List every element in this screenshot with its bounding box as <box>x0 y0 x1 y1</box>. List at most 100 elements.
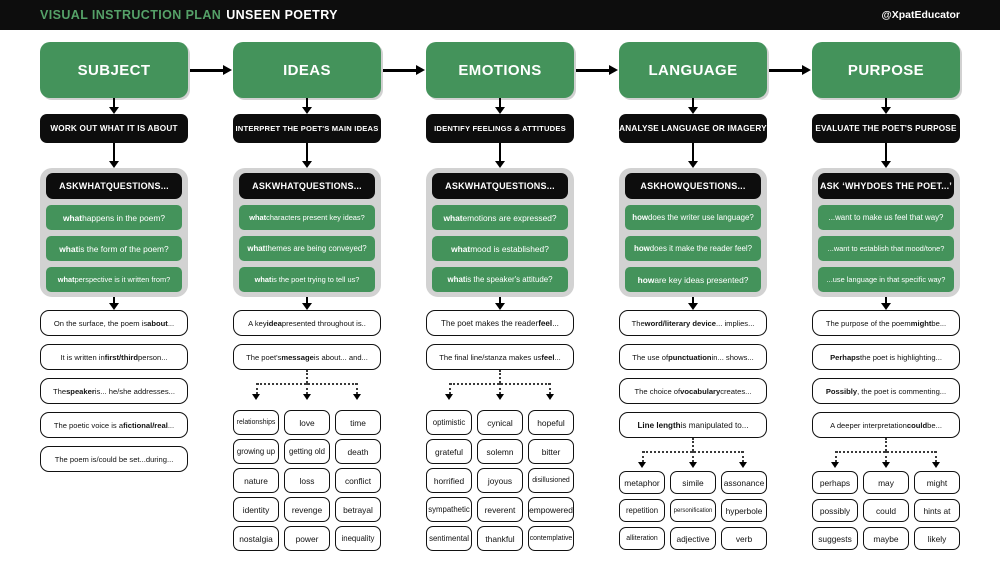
dotted-stem <box>885 438 887 451</box>
stage-box-purpose: PURPOSE <box>812 42 960 98</box>
word-chip: sentimental <box>426 526 472 551</box>
dotted-drop <box>935 451 938 462</box>
question-item: ...use language in that specific way? <box>818 267 954 292</box>
page-title-highlight: VISUAL INSTRUCTION PLAN <box>40 8 222 22</box>
sentence-starter: It is written in first/third person... <box>40 344 188 370</box>
page-title: VISUAL INSTRUCTION PLAN UNSEEN POETRY <box>40 8 338 22</box>
word-chip: time <box>335 410 381 435</box>
dotted-branch <box>233 370 381 410</box>
stage-box-emotions: EMOTIONS <box>426 42 574 98</box>
word-chip: growing up <box>233 439 279 464</box>
down-arrow <box>233 297 381 310</box>
dotted-stem <box>306 370 308 383</box>
column-purpose: PURPOSE EVALUATE THE POET'S PURPOSE ASK ‘W… <box>769 42 960 551</box>
directive-subject: WORK OUT WHAT IT IS ABOUT <box>40 114 188 143</box>
word-chip: revenge <box>284 497 330 522</box>
ask-heading: ASK WHAT QUESTIONS... <box>239 173 375 199</box>
word-chip: adjective <box>670 527 716 550</box>
question-item: ...want to establish that mood/tone? <box>818 236 954 261</box>
directive-emotions: IDENTIFY FEELINGS & ATTITUDES <box>426 114 574 143</box>
stage-box-language: LANGUAGE <box>619 42 767 98</box>
word-chip: thankful <box>477 526 523 551</box>
page-title-rest: UNSEEN POETRY <box>226 8 338 22</box>
word-chip: verb <box>721 527 767 550</box>
down-arrow <box>426 143 574 168</box>
sentence-starter: On the surface, the poem is about... <box>40 310 188 336</box>
word-chip: empowered <box>528 497 574 522</box>
sentence-starters: The poet makes the reader feel...The fin… <box>426 310 574 370</box>
right-arrow <box>576 65 618 74</box>
word-chip: death <box>335 439 381 464</box>
word-chip: personification <box>670 499 716 522</box>
down-arrow <box>812 297 960 310</box>
question-item: what perspective is it written from? <box>46 267 182 292</box>
word-chip: grateful <box>426 439 472 464</box>
word-chip: perhaps <box>812 471 858 494</box>
author-handle: @XpatEducator <box>881 9 961 21</box>
flowchart: SUBJECT WORK OUT WHAT IT IS ABOUT ASK WHAT… <box>0 30 1000 551</box>
question-item: ...want to make us feel that way? <box>818 205 954 230</box>
down-arrow <box>619 297 767 310</box>
down-arrow <box>233 143 381 168</box>
sentence-starter: Perhaps the poet is highlighting... <box>812 344 960 370</box>
sentence-starters: The word/literary device... implies...Th… <box>619 310 767 438</box>
dotted-drop <box>641 451 644 462</box>
word-chip: may <box>863 471 909 494</box>
word-chip: hopeful <box>528 410 574 435</box>
word-chip: loss <box>284 468 330 493</box>
dotted-drop <box>499 383 501 394</box>
word-chip: suggests <box>812 527 858 550</box>
word-chip: could <box>863 499 909 522</box>
word-chip: cynical <box>477 410 523 435</box>
directive-purpose: EVALUATE THE POET'S PURPOSE <box>812 114 960 143</box>
dotted-drop <box>692 451 694 462</box>
down-arrow <box>812 143 960 168</box>
question-item: how are key ideas presented? <box>625 267 761 292</box>
dotted-drop <box>549 383 552 394</box>
word-chip: getting old <box>284 439 330 464</box>
question-item: what is the form of the poem? <box>46 236 182 261</box>
down-arrow <box>426 297 574 310</box>
word-chip: nature <box>233 468 279 493</box>
dotted-branch <box>812 438 960 471</box>
sentence-starter: The purpose of the poem might be... <box>812 310 960 336</box>
question-item: what happens in the poem? <box>46 205 182 230</box>
sentence-starter: The choice of vocabulary creates... <box>619 378 767 404</box>
dotted-drop <box>742 451 745 462</box>
column-language: LANGUAGE ANALYSE LANGUAGE OR IMAGERY ASK H… <box>576 42 767 551</box>
sentence-starters: A key idea presented throughout is..The … <box>233 310 381 370</box>
sentence-starter: Possibly, the poet is commenting... <box>812 378 960 404</box>
right-arrow <box>383 65 425 74</box>
arrowhead-down <box>738 462 747 468</box>
stage-box-ideas: IDEAS <box>233 42 381 98</box>
sentence-starter: Line length is manipulated to... <box>619 412 767 438</box>
directive-language: ANALYSE LANGUAGE OR IMAGERY <box>619 114 767 143</box>
sentence-starter: The final line/stanza makes us feel... <box>426 344 574 370</box>
word-chip: metaphor <box>619 471 665 494</box>
dotted-drop <box>306 383 308 394</box>
sentence-starter: A key idea presented throughout is.. <box>233 310 381 336</box>
arrowhead-down <box>881 462 890 468</box>
dotted-drop <box>834 451 837 462</box>
down-arrow <box>812 98 960 114</box>
word-chip: sympathetic <box>426 497 472 522</box>
word-chip: betrayal <box>335 497 381 522</box>
word-chip: might <box>914 471 960 494</box>
word-chip: possibly <box>812 499 858 522</box>
word-chip: relationships <box>233 410 279 435</box>
arrowhead-down <box>252 394 261 400</box>
word-chip: inequality <box>335 526 381 551</box>
question-item: what emotions are expressed? <box>432 205 568 230</box>
right-arrow <box>769 65 811 74</box>
stage-box-subject: SUBJECT <box>40 42 188 98</box>
question-item: what is the speaker's attitude? <box>432 267 568 292</box>
questions-panel: ASK HOW QUESTIONS...how does the writer … <box>619 168 767 297</box>
questions-panel: ASK ‘WHY DOES THE POET...’...want to mak… <box>812 168 960 297</box>
arrowhead-down <box>352 394 361 400</box>
question-item: what themes are being conveyed? <box>239 236 375 261</box>
word-chip: conflict <box>335 468 381 493</box>
